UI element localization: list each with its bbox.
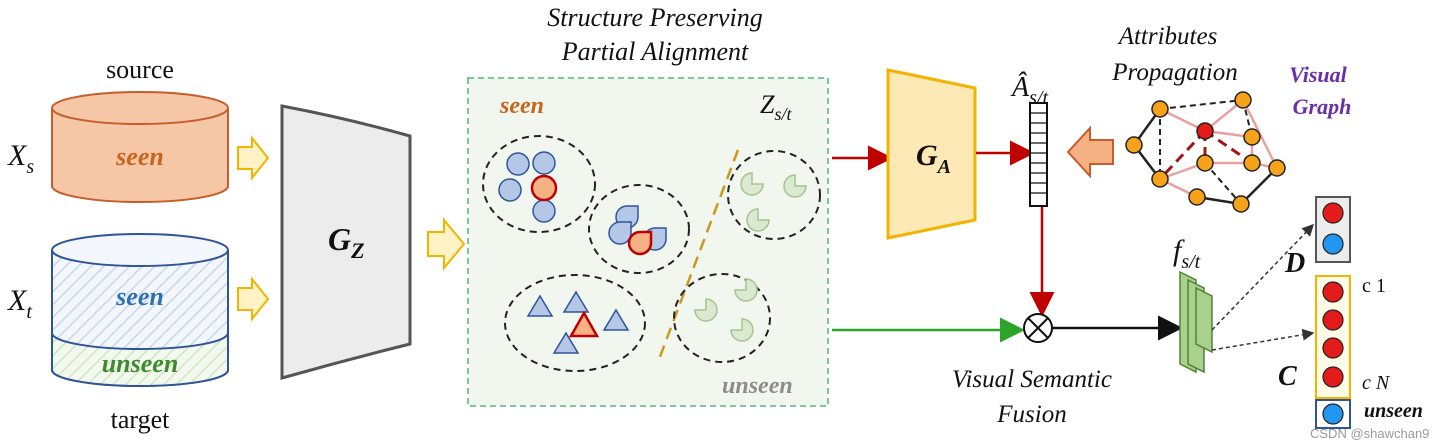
fusion-line1: Visual Semantic [952,366,1112,393]
gz-to-latent-arrow [427,217,466,271]
svg-text:Xt: Xt [7,284,32,323]
d-label: D [1284,248,1305,279]
graph-to-attr-arrow [1066,125,1114,179]
target-unseen-label: unseen [102,349,179,378]
target-seen-label: seen [115,282,164,311]
cN-label: c N [1362,372,1391,394]
visual-graph [1125,91,1286,213]
c-label: C [1278,361,1297,392]
target-database: seen unseen [51,233,229,387]
svg-text:GA: GA [916,139,951,178]
source-database: seen [51,91,229,203]
unseen-output-label: unseen [1364,400,1423,422]
sppa-title-line1: Structure Preserving [547,3,762,32]
attribute-vector [1029,102,1048,207]
attr-prop-line1: Attributes [1117,23,1218,50]
watermark: CSDN @shawchan9 [1310,426,1429,441]
attr-prop-line2: Propagation [1111,59,1237,86]
visual-graph-line1: Visual [1289,62,1347,87]
svg-text:Xs: Xs [7,139,34,178]
classifier-head [1315,275,1351,429]
fusion-line2: Fusion [996,401,1066,428]
latent-z-label: Zs/t [760,90,792,124]
fusion-node [1023,313,1053,343]
feature-to-d-arrow [1211,223,1315,331]
x-t-label: Xt [7,284,32,323]
latent-space-panel: seen unseen Zs/t [467,77,829,407]
source-seen-label: seen [115,142,164,171]
ga-generator: GA [886,68,977,240]
source-to-gz-arrow [237,135,270,181]
target-label: target [111,405,170,434]
latent-seen-label: seen [499,93,544,119]
x-s-label: Xs [7,139,34,178]
source-label: source [106,55,174,84]
f-label: fs/t [1173,234,1201,273]
feature-to-c-arrow [1211,328,1315,351]
target-to-gz-arrow [237,276,270,322]
a-hat-label: Âs/t [1010,72,1048,109]
latent-unseen-label: unseen [722,373,793,399]
gz-generator: GZ [280,104,412,380]
visual-graph-line2: Graph [1293,94,1352,119]
discriminator-head [1315,196,1351,263]
svg-text:GZ: GZ [328,221,365,263]
sppa-title-line2: Partial Alignment [561,37,749,66]
feature-stack [1179,270,1213,374]
c1-label: c 1 [1362,275,1386,297]
